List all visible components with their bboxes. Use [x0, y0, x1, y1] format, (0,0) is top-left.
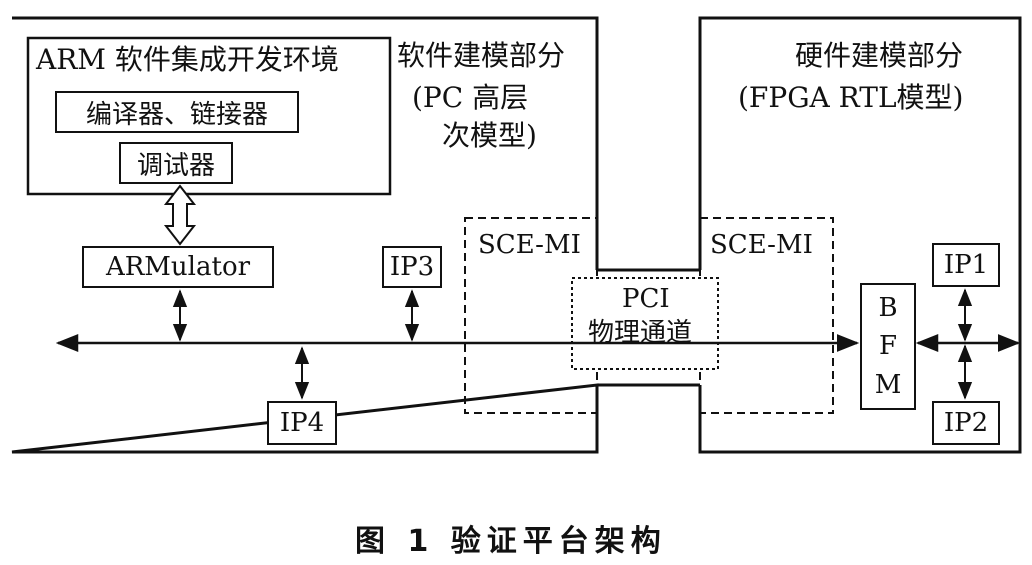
compiler-linker-box: 编译器、链接器 [55, 91, 299, 133]
hardware-title-line2: (FPGA RTL模型) [738, 81, 964, 114]
scemi-left-label: SCE-MI [478, 230, 581, 260]
scemi-right-box [699, 217, 834, 414]
software-title-line1: 软件建模部分 [397, 39, 566, 72]
ip1-box: IP1 [932, 243, 1000, 287]
bfm-letter-b: B [878, 293, 898, 324]
bfm-letter-m: M [874, 369, 902, 400]
scemi-left-box [464, 217, 598, 414]
ip4-box: IP4 [267, 401, 337, 445]
figure-caption: 图 1 验证平台架构 [355, 524, 667, 559]
ip3-box: IP3 [382, 246, 442, 288]
arm-env-title: ARM 软件集成开发环境 [36, 43, 339, 76]
debugger-box: 调试器 [119, 142, 233, 184]
pci-label: PCI [622, 284, 670, 314]
hardware-title-line1: 硬件建模部分 [795, 39, 964, 72]
scemi-right-label: SCE-MI [710, 230, 813, 260]
bfm-box: B F M [860, 283, 916, 410]
debugger-armulator-hollow-arrow [163, 184, 197, 246]
armulator-box: ARMulator [82, 246, 274, 288]
software-title-line3: 次模型) [442, 119, 537, 152]
ip2-box: IP2 [932, 401, 1000, 445]
pci-channel-label: 物理通道 [588, 318, 693, 348]
pci-channel-box [571, 277, 719, 370]
software-title-line2: (PC 高层 [412, 81, 529, 114]
bfm-letter-f: F [878, 331, 898, 362]
hardware-region-outline [698, 16, 1022, 454]
